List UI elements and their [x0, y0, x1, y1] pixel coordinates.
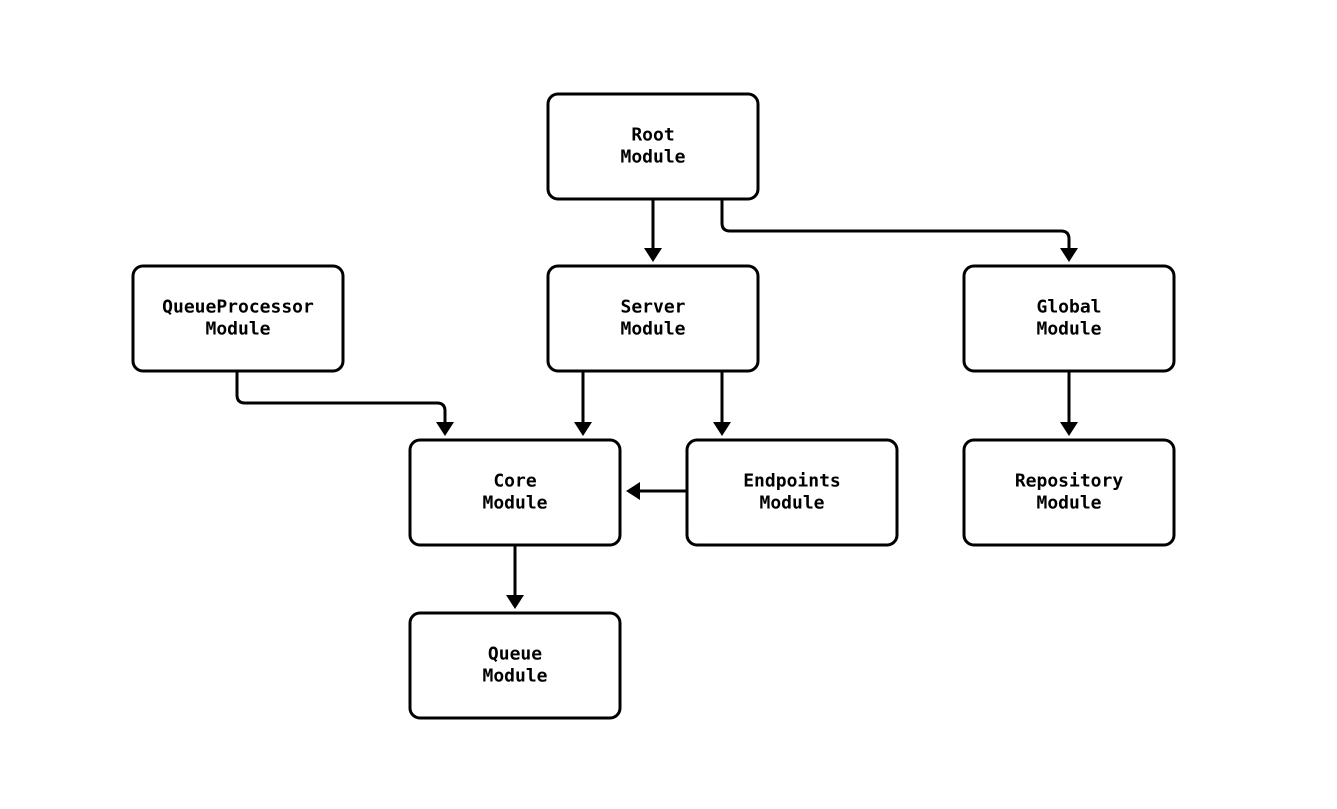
edge-root-to-server-arrowhead-icon	[644, 248, 662, 262]
edge-core-to-queue	[506, 545, 524, 609]
global-module-node-shape[interactable]	[962, 264, 1176, 373]
core-module-node-shape[interactable]	[408, 438, 622, 547]
edge-core-to-queue-arrowhead-icon	[506, 595, 524, 609]
edge-queueprocessor-to-core-line	[235, 371, 447, 424]
edge-endpoints-to-core-arrowhead-icon	[626, 482, 640, 500]
endpoints-module-node-label-line: Module	[759, 493, 824, 514]
core-module-node-label-line: Module	[482, 493, 547, 514]
repository-module-node-label-line: Repository	[1015, 471, 1124, 492]
queue-module-node-label-line: Module	[482, 666, 547, 687]
repository-module-node-label-line: Module	[1036, 493, 1101, 514]
edge-root-to-global-line	[720, 199, 1071, 250]
server-module-node-shape[interactable]	[546, 264, 760, 373]
edge-endpoints-to-core	[626, 482, 687, 500]
edge-server-to-endpoints	[713, 371, 731, 436]
global-module-node-label-line: Global	[1036, 297, 1101, 318]
queue-module-node-label-line: Queue	[488, 644, 542, 665]
queueprocessor-module-node-label-line: Module	[205, 319, 270, 340]
global-module-node-label-line: Module	[1036, 319, 1101, 340]
edge-server-to-core	[574, 371, 592, 436]
edge-queueprocessor-to-core-arrowhead-icon	[436, 422, 454, 436]
root-module-node-label-line: Module	[620, 147, 685, 168]
edge-root-to-global	[720, 199, 1078, 262]
edge-server-to-core-arrowhead-icon	[574, 422, 592, 436]
edge-server-to-endpoints-arrowhead-icon	[713, 422, 731, 436]
edge-root-to-global-arrowhead-icon	[1060, 248, 1078, 262]
queue-module-node-shape[interactable]	[408, 611, 622, 720]
server-module-node-label-line: Module	[620, 319, 685, 340]
edge-global-to-repository-arrowhead-icon	[1060, 422, 1078, 436]
queueprocessor-module-node-shape[interactable]	[131, 264, 345, 373]
endpoints-module-node-shape[interactable]	[685, 438, 899, 547]
edge-queueprocessor-to-core	[235, 371, 454, 436]
queueprocessor-module-node-label-line: QueueProcessor	[162, 297, 314, 318]
edge-root-to-server	[644, 199, 662, 262]
core-module-node-label-line: Core	[493, 471, 537, 492]
endpoints-module-node-label-line: Endpoints	[743, 471, 841, 492]
root-module-node-shape[interactable]	[546, 92, 760, 201]
repository-module-node-shape[interactable]	[962, 438, 1176, 547]
root-module-node-label-line: Root	[631, 125, 674, 146]
edge-global-to-repository	[1060, 371, 1078, 436]
server-module-node-label-line: Server	[620, 297, 685, 318]
edges-layer	[235, 199, 1078, 609]
